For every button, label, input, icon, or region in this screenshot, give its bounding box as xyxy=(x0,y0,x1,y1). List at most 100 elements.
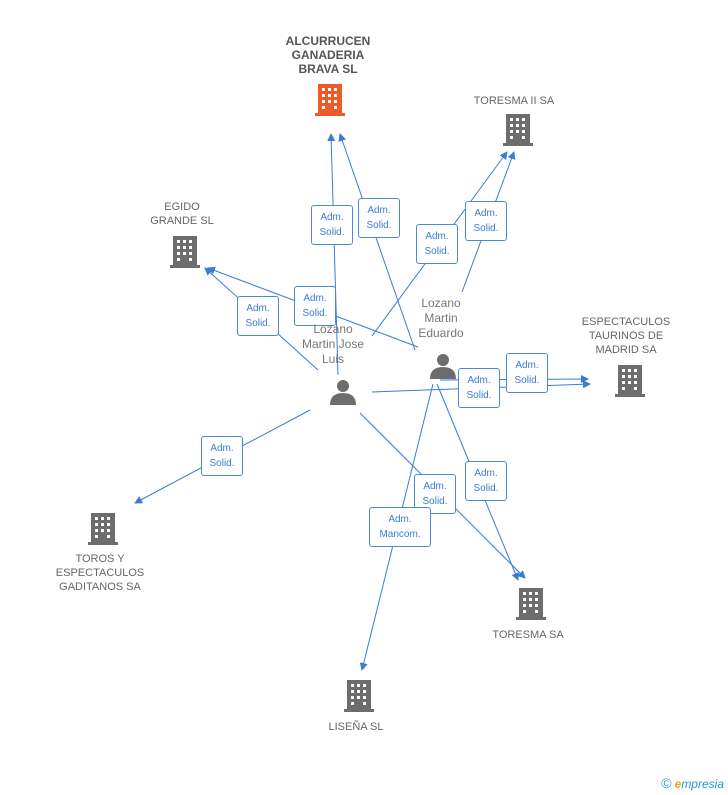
building-window xyxy=(322,88,325,91)
relation-role-label[interactable]: Adm.Solid. xyxy=(416,224,458,264)
role-text: Adm. xyxy=(474,208,498,219)
building-window xyxy=(101,529,104,532)
building-window xyxy=(351,690,354,693)
building-window xyxy=(523,610,526,613)
building-window xyxy=(622,369,625,372)
building-window xyxy=(183,240,186,243)
building-window xyxy=(363,702,366,705)
building-window xyxy=(535,598,538,601)
role-text: Solid. xyxy=(473,223,499,234)
building-window xyxy=(322,100,325,103)
building-window xyxy=(622,387,625,390)
role-text: Adm. xyxy=(303,293,327,304)
building-window xyxy=(183,246,186,249)
relation-role-label[interactable]: Adm.Mancom. xyxy=(369,507,431,547)
company-name-line: BRAVA SL xyxy=(298,62,358,76)
person-name-line: Luis xyxy=(321,352,344,366)
building-window xyxy=(107,523,110,526)
building-window xyxy=(634,375,637,378)
relation-role-label[interactable]: Adm. Solid. xyxy=(237,296,279,336)
building-window xyxy=(535,604,538,607)
building-window xyxy=(516,130,519,133)
building-window xyxy=(189,258,192,261)
company-name-line: ALCURRUCEN xyxy=(285,34,371,48)
company-name-line: TOROS Y xyxy=(75,553,125,565)
building-window xyxy=(628,375,631,378)
building-window xyxy=(101,517,104,520)
person-name-line: Lozano xyxy=(313,322,353,336)
person-name-line: Eduardo xyxy=(418,326,464,340)
relation-role-label[interactable]: Adm.Solid. xyxy=(465,461,507,501)
building-window xyxy=(357,696,360,699)
building-window xyxy=(510,118,513,121)
role-text: Adm. xyxy=(246,303,270,314)
person-name-line: Martin Jose xyxy=(301,337,365,351)
building-window xyxy=(95,529,98,532)
building-window xyxy=(177,252,180,255)
building-window xyxy=(523,598,526,601)
building-window xyxy=(357,684,360,687)
building-window xyxy=(535,610,538,613)
building-window xyxy=(628,369,631,372)
company-label-lisena[interactable]: LISEÑA SL xyxy=(328,720,383,734)
building-window xyxy=(522,136,525,139)
building-window xyxy=(107,535,110,538)
relation-role-label[interactable]: Adm. Solid. xyxy=(465,201,507,241)
company-name-line: TORESMA SA xyxy=(492,629,564,641)
role-text: Solid. xyxy=(245,318,271,329)
company-label-toresma[interactable]: TORESMA SA xyxy=(492,628,563,642)
building-window xyxy=(535,592,538,595)
brand-name: mpresia xyxy=(681,777,724,791)
person-name-line: Lozano xyxy=(421,296,461,310)
brand-initial: e xyxy=(674,777,682,791)
building-window xyxy=(95,523,98,526)
role-text: Adm. xyxy=(515,360,539,371)
role-text: Mancom. xyxy=(379,529,421,540)
building-window xyxy=(523,604,526,607)
relation-role-label[interactable]: Adm.Solid. xyxy=(458,368,500,408)
building-window xyxy=(95,535,98,538)
building-window xyxy=(628,381,631,384)
building-window xyxy=(622,381,625,384)
role-text: Adm. xyxy=(210,443,234,454)
building-window xyxy=(634,381,637,384)
building-window xyxy=(95,517,98,520)
company-name-line: GRANDE SL xyxy=(150,215,214,227)
relation-role-label[interactable]: Adm. Solid. xyxy=(201,436,243,476)
role-text: Adm. xyxy=(474,468,498,479)
building-window xyxy=(529,604,532,607)
relation-role-label[interactable]: Adm. Solid. xyxy=(294,286,336,326)
empresia-watermark: ©empresia xyxy=(661,775,724,791)
building-window xyxy=(334,106,337,109)
building-window xyxy=(101,523,104,526)
relation-role-label[interactable]: Adm.Solid. xyxy=(506,353,548,393)
building-window xyxy=(529,592,532,595)
role-text: Solid. xyxy=(209,458,235,469)
building-window xyxy=(351,684,354,687)
role-text: Adm. xyxy=(423,481,447,492)
role-text: Solid. xyxy=(302,308,328,319)
company-name-line: TORESMA II SA xyxy=(473,95,555,107)
building-window xyxy=(523,592,526,595)
person-icon[interactable] xyxy=(330,380,356,405)
relation-role-label[interactable]: Adm.Solid. xyxy=(358,198,400,238)
company-name-line: ESPECTACULOS xyxy=(55,567,145,579)
building-window xyxy=(516,118,519,121)
building-window xyxy=(334,94,337,97)
company-label-toresma_ii[interactable]: TORESMA II SA xyxy=(474,94,555,108)
copyright-symbol: © xyxy=(661,775,672,791)
building-window xyxy=(634,387,637,390)
company-name-line: GANADERIA xyxy=(291,48,365,62)
building-window xyxy=(189,240,192,243)
person-icon[interactable] xyxy=(430,354,456,379)
building-window xyxy=(183,252,186,255)
building-window xyxy=(522,124,525,127)
relation-role-label[interactable]: Adm.Solid. xyxy=(311,205,353,245)
company-name-line: LISEÑA SL xyxy=(328,721,384,733)
